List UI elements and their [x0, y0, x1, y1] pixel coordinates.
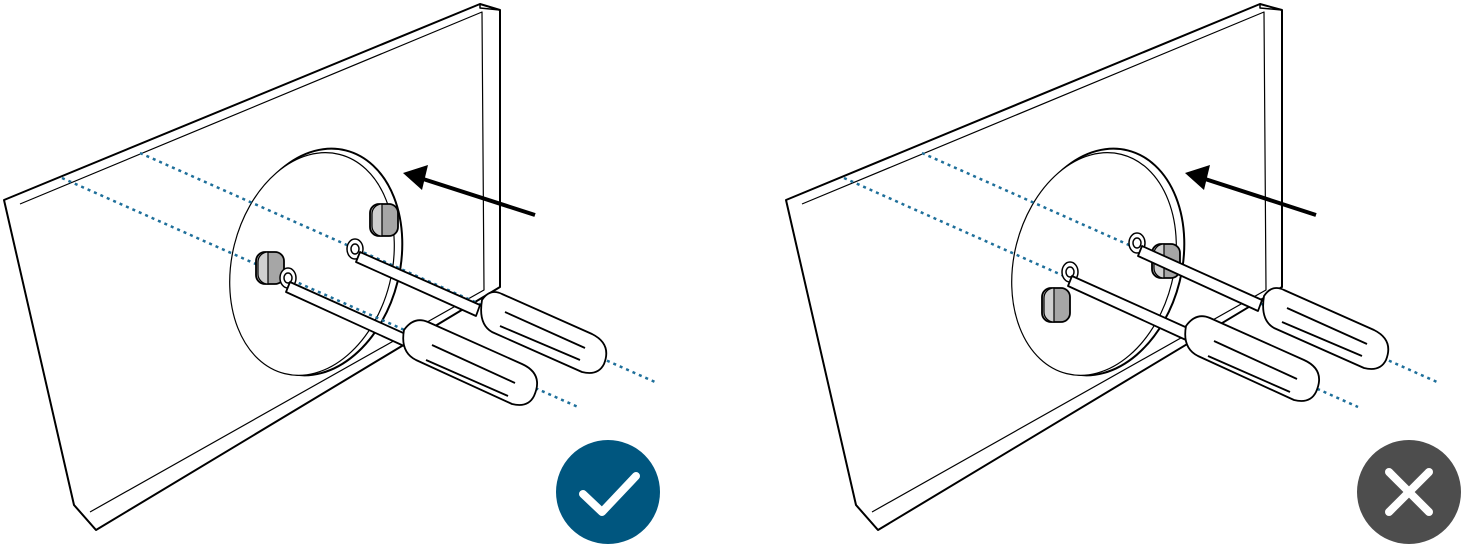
cross-icon: [1357, 440, 1461, 544]
arrow-icon: [403, 165, 536, 217]
correct-installation-panel: [0, 0, 730, 545]
arrow-icon: [1185, 165, 1317, 217]
screwdriver-icon: [1137, 245, 1390, 370]
incorrect-installation-illustration: [785, 3, 1461, 544]
screwdriver-icon: [285, 281, 538, 406]
screwdriver-icon: [1067, 275, 1320, 402]
correct-installation-illustration: [3, 3, 660, 544]
wall-plug-icon: [1041, 287, 1071, 323]
checkmark-icon: [556, 440, 660, 544]
wall-plug-icon: [369, 203, 399, 237]
wall-plug-icon: [255, 251, 285, 285]
incorrect-installation-panel: [730, 0, 1461, 545]
screwdriver-icon: [355, 251, 608, 374]
